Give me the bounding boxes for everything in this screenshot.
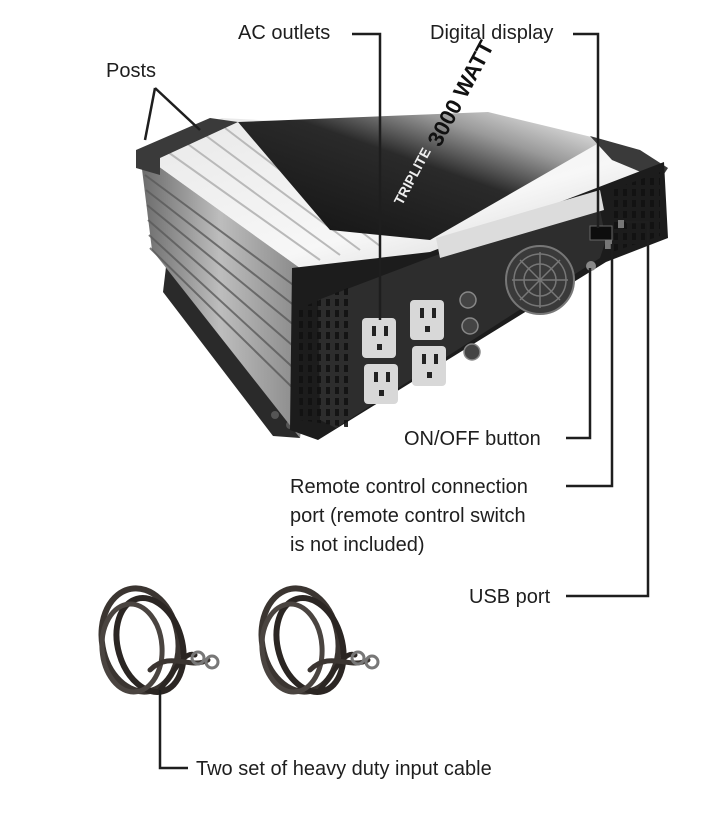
remote-port-leader bbox=[566, 244, 614, 488]
digital-display-leader bbox=[573, 32, 600, 228]
posts-leader-right bbox=[154, 87, 201, 131]
cable-set-2 bbox=[258, 585, 380, 695]
input-cables bbox=[98, 585, 380, 695]
cooling-fan bbox=[505, 245, 575, 315]
digital-display-screen bbox=[589, 225, 613, 241]
ac-outlet bbox=[412, 346, 446, 386]
ac-outlet bbox=[364, 364, 398, 404]
cable-set-1 bbox=[98, 585, 220, 695]
usb-port-label: USB port bbox=[469, 586, 551, 608]
usb-port-leader bbox=[566, 220, 650, 598]
remote-port bbox=[605, 240, 612, 249]
ac-outlet bbox=[362, 318, 396, 358]
remote-port-label-line2: port (remote control switch bbox=[290, 505, 526, 527]
input-cable-label: Two set of heavy duty input cable bbox=[196, 758, 492, 780]
ac-outlets-leader bbox=[352, 32, 382, 320]
ac-outlet bbox=[410, 300, 444, 340]
posts-leader-left bbox=[143, 87, 157, 141]
ac-outlets-label: AC outlets bbox=[238, 22, 331, 44]
cables-leader bbox=[158, 690, 188, 770]
usb-socket bbox=[618, 220, 624, 228]
posts-label: Posts bbox=[106, 60, 157, 82]
post-left bbox=[136, 118, 238, 175]
on-off-leader bbox=[566, 268, 592, 440]
spec-plate bbox=[436, 190, 604, 258]
heatsink-side bbox=[140, 153, 300, 438]
on-off-switch bbox=[586, 261, 596, 271]
remote-port-label-line1: Remote control connection bbox=[290, 476, 528, 498]
digital-display-label: Digital display bbox=[430, 22, 554, 44]
on-off-button-label: ON/OFF button bbox=[404, 428, 541, 450]
remote-port-label-line3: is not included) bbox=[290, 534, 425, 556]
ac-outlet-group bbox=[362, 300, 446, 404]
product-label bbox=[238, 112, 604, 240]
power-inverter: 3000 WATT TRIPLITE bbox=[136, 36, 668, 440]
